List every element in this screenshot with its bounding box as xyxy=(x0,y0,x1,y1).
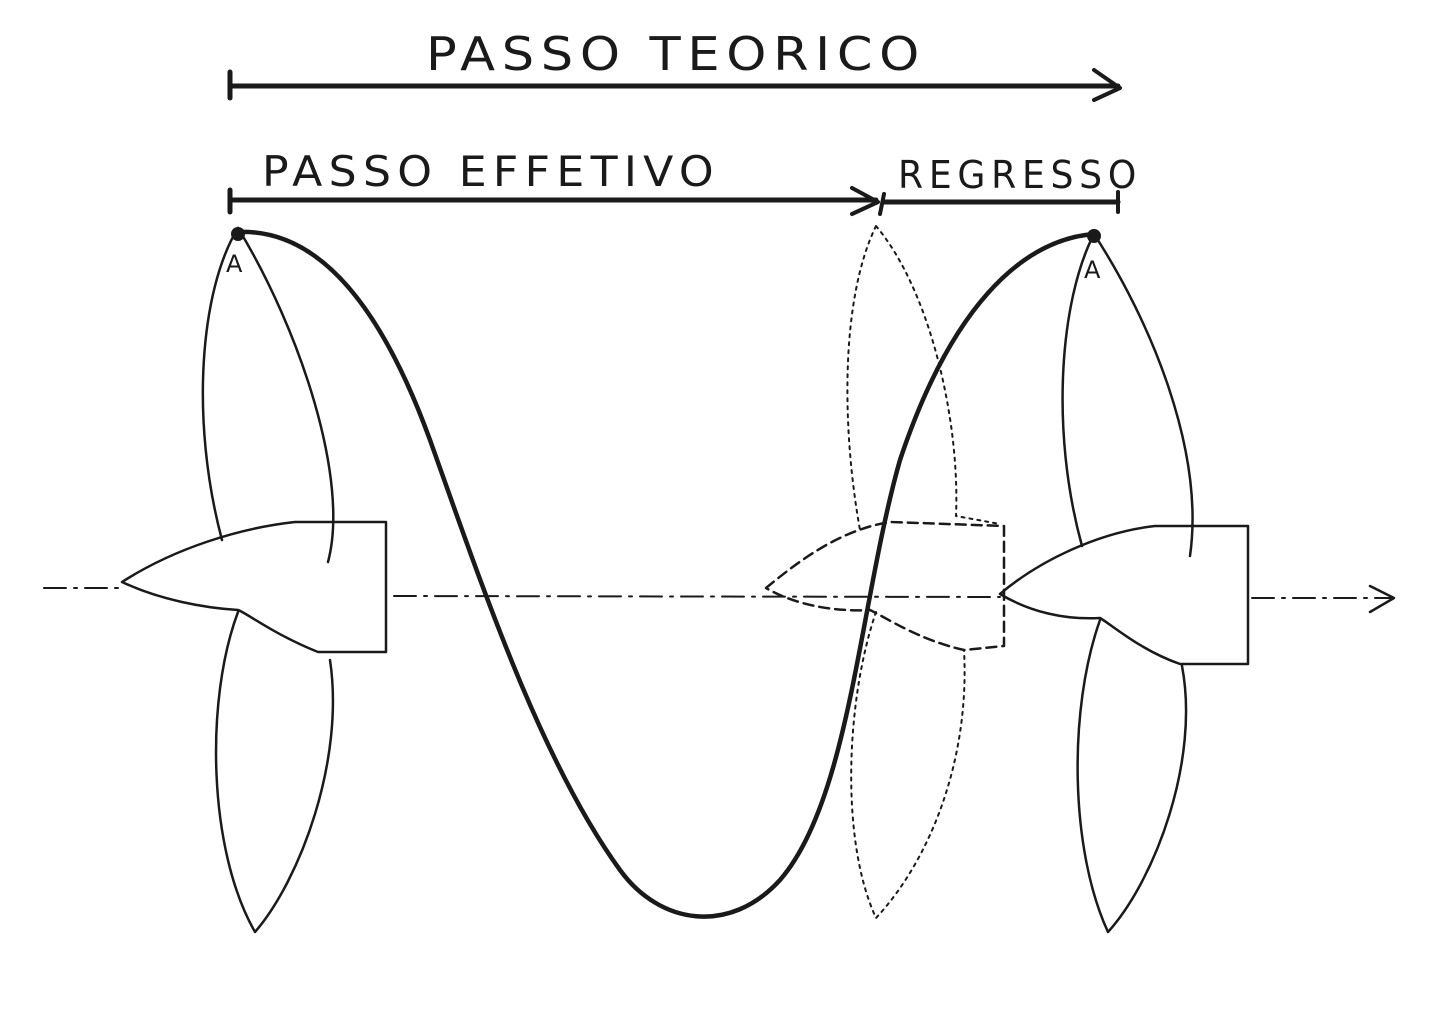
point-a-right-dot xyxy=(1087,229,1101,243)
propeller-ghost-lower-blade xyxy=(850,611,966,919)
helix-path xyxy=(235,229,1097,919)
propeller-ghost-upper-blade xyxy=(846,225,1001,531)
propeller-right-lower-blade xyxy=(1076,618,1188,934)
propeller-right-upper-blade xyxy=(1061,232,1194,558)
propeller-right xyxy=(998,232,1250,934)
passo-teorico-arrow xyxy=(227,68,1122,102)
propeller-left-upper-blade xyxy=(201,226,335,564)
propeller-ghost xyxy=(764,225,1006,919)
propeller-right-hub xyxy=(998,524,1250,666)
passo-effettivo-arrow xyxy=(227,186,880,216)
point-a-left-label: A xyxy=(226,250,243,278)
propeller-ghost-hub xyxy=(764,520,1006,652)
passo-effettivo-label: PASSO EFFETIVO xyxy=(262,147,720,196)
passo-teorico-label: PASSO TEORICO xyxy=(426,27,926,81)
regresso-label: REGRESSO xyxy=(898,153,1142,197)
propeller-left-hub xyxy=(120,520,388,654)
propeller-left-lower-blade xyxy=(214,610,335,934)
shaft-axis xyxy=(43,584,1396,614)
point-a-right-label: A xyxy=(1084,256,1101,284)
regresso-segment xyxy=(878,190,1121,216)
propeller-left xyxy=(120,226,388,934)
point-a-left-dot xyxy=(231,227,245,241)
